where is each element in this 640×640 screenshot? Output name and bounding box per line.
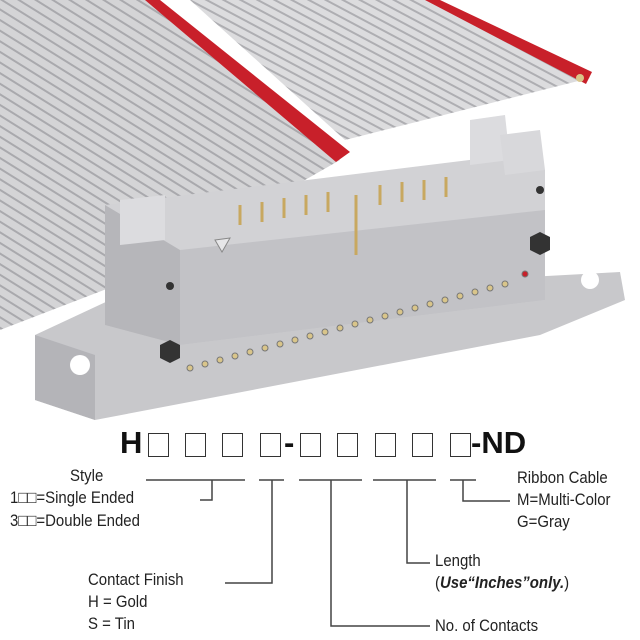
code-box — [185, 433, 206, 457]
finish-option-gold: H = Gold — [88, 592, 148, 611]
code-box — [337, 433, 358, 457]
finish-option-tin: S = Tin — [88, 614, 135, 633]
code-box — [300, 433, 321, 457]
connector-illustration — [0, 0, 625, 420]
code-box — [450, 433, 471, 457]
code-box — [222, 433, 243, 457]
ribbon-option-multicolor: M=Multi-Color — [517, 490, 611, 509]
style-label: Style — [70, 466, 104, 485]
code-box — [375, 433, 396, 457]
ribbon-cable-right — [190, 0, 590, 140]
contact-finish-label: Contact Finish — [88, 570, 184, 589]
ribbon-cable-left — [0, 0, 340, 330]
header-pins — [238, 177, 448, 255]
part-prefix: H — [120, 425, 143, 460]
length-label: Length — [435, 551, 481, 570]
cable-contacts-row — [186, 270, 529, 372]
part-suffix: -ND — [471, 425, 527, 460]
connector-latch-left — [120, 195, 165, 245]
mounting-holes — [160, 186, 550, 363]
connector-latch-right2 — [500, 130, 545, 175]
code-box — [260, 433, 281, 457]
length-note: (Use“Inches”only.) — [435, 573, 569, 593]
style-option-double: 3□□=Double Ended — [10, 511, 140, 530]
ribbon-cable-label: Ribbon Cable — [517, 468, 608, 487]
ribbon-red-stripe — [145, 0, 350, 162]
code-box — [148, 433, 169, 457]
ribbon-option-gray: G=Gray — [517, 512, 570, 531]
connector-latch-right — [470, 115, 510, 165]
flange-notch-left — [70, 355, 90, 375]
cable-ends — [576, 74, 584, 82]
length-note-open: ( — [435, 573, 440, 592]
flange-notch-right — [581, 271, 599, 289]
length-note-bold: Use“Inches”only. — [439, 573, 565, 592]
contacts-label: No. of Contacts — [435, 616, 539, 635]
part-dash: - — [284, 425, 295, 460]
ribbon-red-stripe-right — [425, 0, 592, 84]
style-option-single: 1□□=Single Ended — [10, 488, 135, 507]
code-box — [412, 433, 433, 457]
length-note-close: ) — [564, 573, 570, 592]
